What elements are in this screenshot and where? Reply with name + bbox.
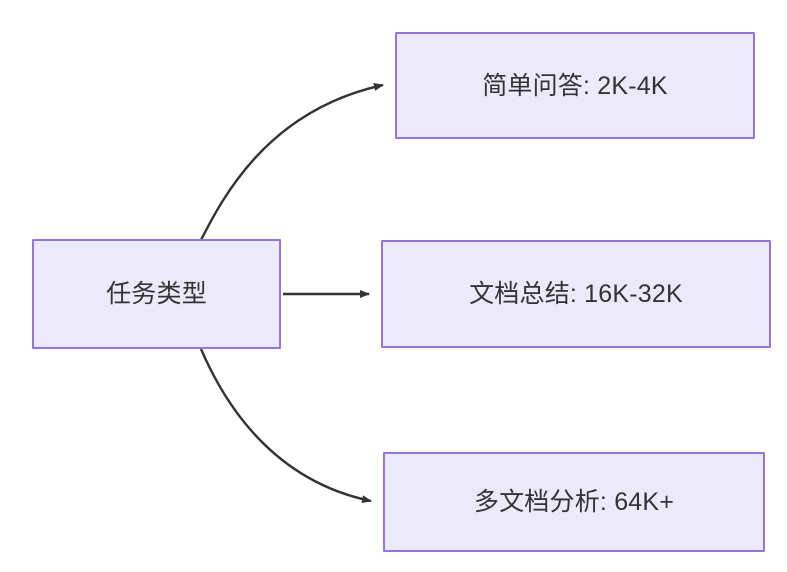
- node-simple-qa[interactable]: 简单问答: 2K-4K: [395, 32, 755, 139]
- node-doc-summary-label: 文档总结: 16K-32K: [469, 280, 683, 308]
- node-root-label: 任务类型: [106, 280, 207, 308]
- node-multi-doc-analysis[interactable]: 多文档分析: 64K+: [383, 452, 765, 552]
- edge-root-to-multi-doc: [199, 348, 372, 504]
- node-task-type-root[interactable]: 任务类型: [32, 239, 281, 349]
- node-simple-qa-label: 简单问答: 2K-4K: [482, 71, 668, 100]
- node-multi-doc-analysis-label: 多文档分析: 64K+: [473, 488, 675, 516]
- edge-root-to-simple-qa: [199, 83, 384, 241]
- node-doc-summary[interactable]: 文档总结: 16K-32K: [381, 240, 771, 348]
